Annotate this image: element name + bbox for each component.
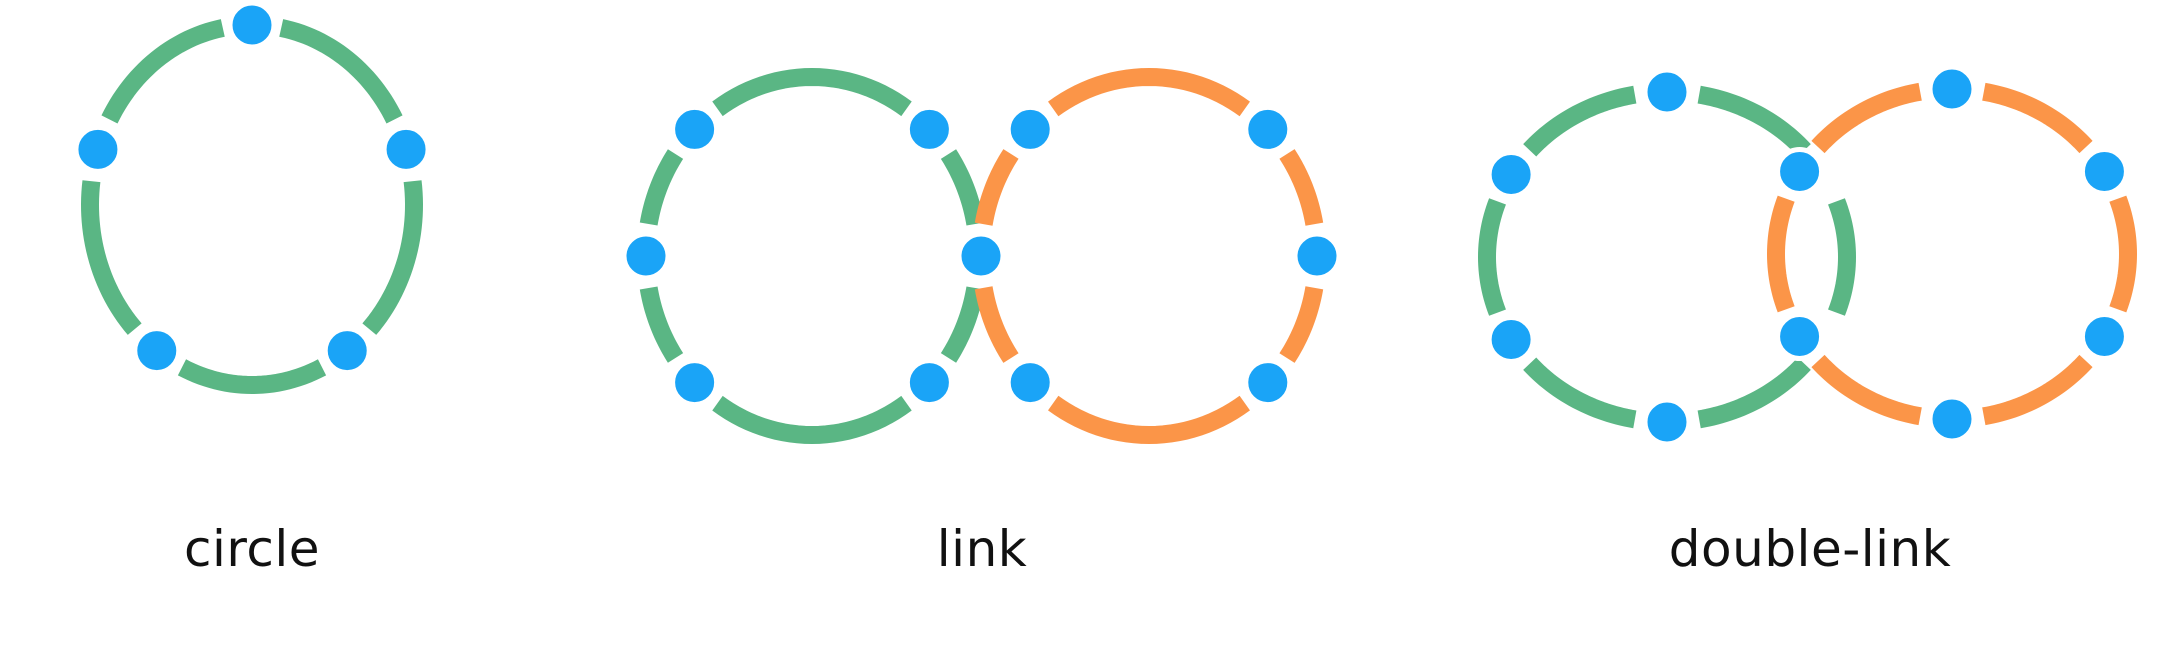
link-left-edge-4: [712, 395, 912, 445]
dlink-right-node-5: [1775, 312, 1825, 361]
nodes: [73, 0, 2129, 447]
link-right-node-4: [1243, 358, 1293, 408]
caption-link: link: [936, 520, 1028, 578]
link-left-edge-3: [940, 286, 985, 363]
edges: [80, 19, 2138, 445]
link-left-node-2: [904, 104, 954, 154]
dlink-left-edge-2: [1828, 198, 1857, 316]
dlink-right-node-4: [1927, 394, 1977, 444]
link-right-node-3: [1292, 231, 1342, 281]
circle-node-4: [132, 326, 182, 376]
dlink-left-edge-4: [1523, 357, 1637, 429]
dlink-left-node-6: [1486, 150, 1536, 199]
link-left-node-1: [670, 104, 720, 154]
caption-circle: circle: [184, 520, 320, 578]
link-right-node-6: [956, 231, 1006, 281]
link-left-node-4: [904, 358, 954, 408]
link-right-edge-6: [974, 149, 1019, 226]
caption-double-link: double-link: [1668, 520, 1952, 578]
circle-node-5: [73, 124, 123, 174]
circle-edge-2: [362, 180, 424, 335]
dlink-left-node-4: [1642, 397, 1692, 447]
link-left-node-6: [621, 231, 671, 281]
circle-node-2: [381, 124, 431, 174]
circle-edge-4: [80, 180, 142, 335]
circle-node-3: [322, 326, 372, 376]
dlink-right-edge-5: [1766, 195, 1795, 313]
circle-edge-1: [279, 19, 403, 124]
dlink-left-edge-3: [1697, 357, 1811, 429]
link-right-node-2: [1243, 104, 1293, 154]
dlink-right-edge-4: [1811, 354, 1922, 426]
dlink-right-edge-3: [1982, 354, 2093, 426]
dlink-left-node-1: [1642, 67, 1692, 117]
link-right-edge-3: [1279, 286, 1324, 363]
link-right-edge-5: [974, 286, 1019, 363]
dlink-right-node-6: [1775, 147, 1825, 196]
dlink-left-node-5: [1486, 315, 1536, 364]
dlink-right-node-2: [2079, 147, 2129, 196]
dlink-right-edge-6: [1811, 82, 1922, 154]
link-left-edge-2: [940, 149, 985, 226]
link-right-edge-4: [1048, 395, 1250, 445]
circle-node-1: [227, 0, 277, 50]
link-left-edge-6: [639, 149, 684, 226]
circle-edge-5: [101, 19, 225, 124]
link-left-edge-5: [639, 286, 684, 363]
dlink-right-node-1: [1927, 64, 1977, 114]
dlink-left-edge-6: [1523, 85, 1637, 157]
dlink-left-edge-1: [1697, 85, 1811, 157]
dlink-right-node-3: [2079, 312, 2129, 361]
link-right-edge-1: [1048, 67, 1250, 117]
link-right-node-1: [1005, 104, 1055, 154]
link-left-edge-1: [712, 67, 912, 117]
dlink-left-edge-5: [1477, 198, 1506, 316]
link-left-node-5: [670, 358, 720, 408]
dlink-right-edge-2: [2109, 195, 2138, 313]
dlink-right-edge-1: [1982, 82, 2093, 154]
link-right-edge-2: [1279, 149, 1324, 226]
link-right-node-5: [1005, 358, 1055, 408]
circle-edge-3: [177, 359, 327, 395]
